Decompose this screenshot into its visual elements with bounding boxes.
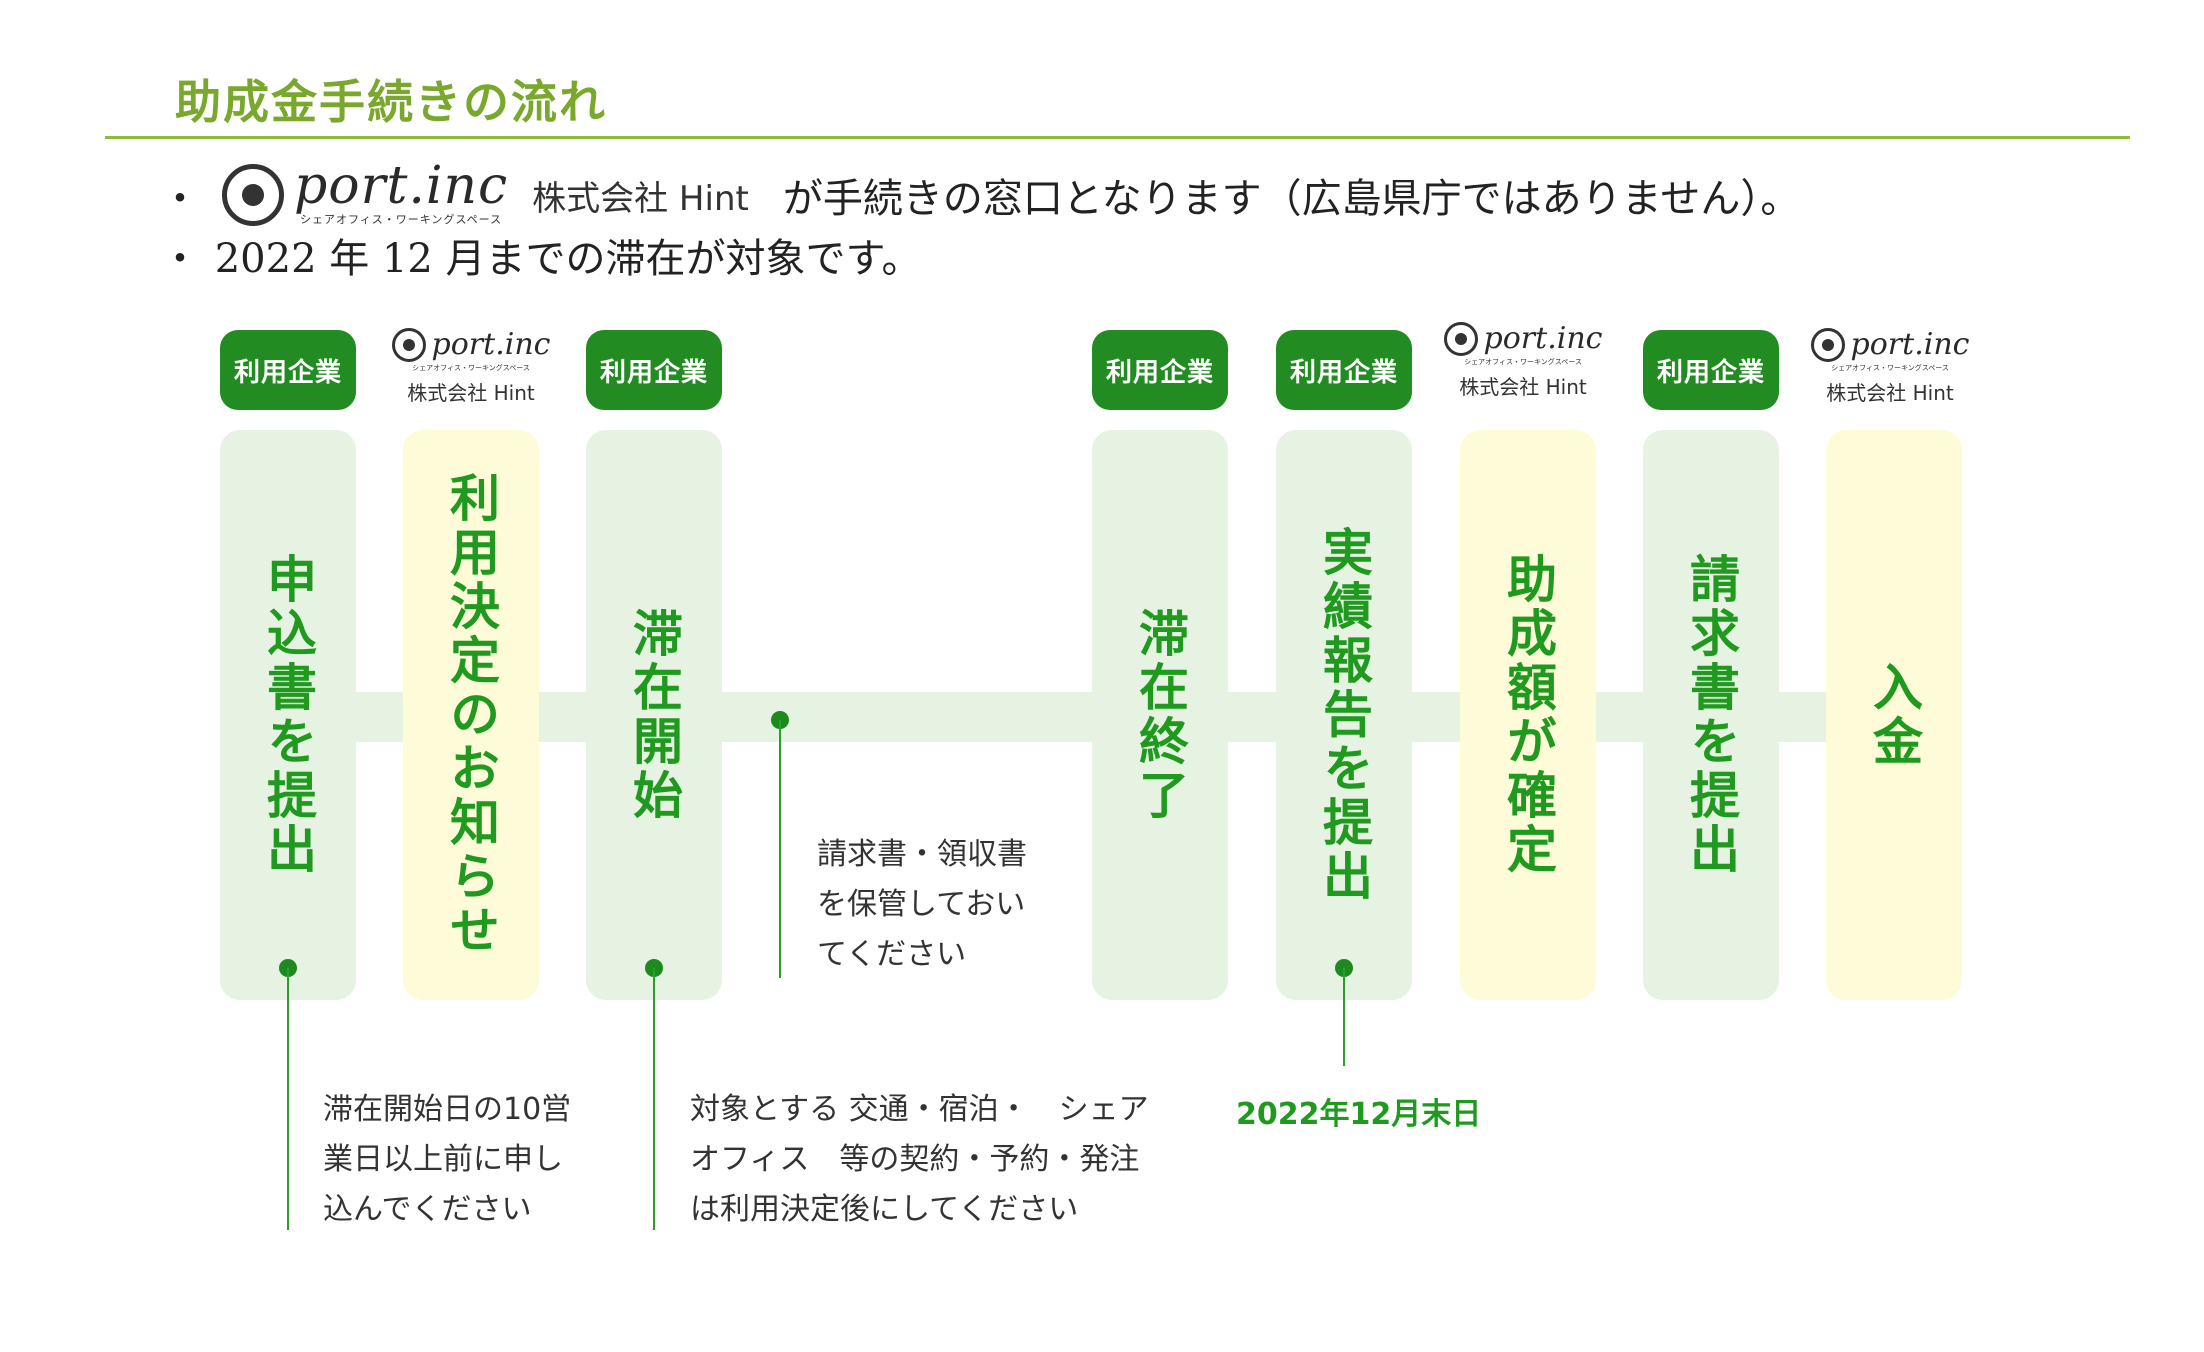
partner-brand: port.inc bbox=[1850, 327, 1970, 362]
partner-logo: port.inc シェアオフィス・ワーキングスペース 株式会社 Hint bbox=[1810, 328, 1970, 406]
partner-tagline: シェアオフィス・ワーキングスペース bbox=[412, 364, 530, 372]
connector-line bbox=[287, 968, 289, 1230]
bullet-period-text: 2022 年 12 月までの滞在が対象です。 bbox=[214, 236, 922, 282]
step-label: 申込書を提出 bbox=[259, 553, 317, 877]
badge-user-company: 利用企業 bbox=[1643, 330, 1779, 410]
bullet-contact: ・ port.inc シェアオフィス・ワーキングスペース 株式会社 Hint が… bbox=[160, 160, 1800, 230]
connector-line bbox=[1343, 968, 1345, 1066]
step-pillar: 助成額が確定 bbox=[1460, 430, 1596, 1000]
partner-company: 株式会社 Hint bbox=[1459, 375, 1587, 399]
connector-line bbox=[779, 720, 781, 978]
step-pillar: 滞在終了 bbox=[1092, 430, 1228, 1000]
note-report-deadline: 2022年12月末日 bbox=[1236, 1097, 1482, 1132]
note-contract-timing: 対象とする 交通・宿泊・ シェア オフィス 等の契約・予約・発注 は利用決定後に… bbox=[690, 1092, 1149, 1227]
step-pillar: 申込書を提出 bbox=[220, 430, 356, 1000]
bullet-dot: ・ bbox=[160, 236, 200, 282]
step-pillar: 実績報告を提出 bbox=[1276, 430, 1412, 1000]
bullet-contact-text: が手続きの窓口となります（広島県庁ではありません）。 bbox=[782, 176, 1801, 222]
badge-user-company: 利用企業 bbox=[1092, 330, 1228, 410]
partner-company: 株式会社 Hint bbox=[407, 381, 535, 405]
step-label: 入金 bbox=[1865, 661, 1923, 769]
badge-user-company: 利用企業 bbox=[586, 330, 722, 410]
note-apply-deadline: 滞在開始日の10営 業日以上前に申し 込んでください bbox=[323, 1092, 572, 1227]
step-pillar: 滞在開始 bbox=[586, 430, 722, 1000]
port-inc-mark-icon bbox=[222, 164, 284, 226]
step-label: 助成額が確定 bbox=[1499, 553, 1557, 877]
partner-tagline: シェアオフィス・ワーキングスペース bbox=[1831, 364, 1949, 372]
badge-user-company: 利用企業 bbox=[1276, 330, 1412, 410]
step-label: 利用決定のお知らせ bbox=[442, 472, 500, 958]
company-name: 株式会社 Hint bbox=[532, 178, 749, 219]
bullet-dot: ・ bbox=[160, 176, 200, 222]
step-label: 滞在開始 bbox=[625, 607, 683, 823]
page-title: 助成金手続きの流れ bbox=[175, 75, 607, 129]
logo-brand: port.inc bbox=[294, 156, 509, 216]
bullet-period: ・ 2022 年 12 月までの滞在が対象です。 bbox=[160, 226, 922, 284]
step-label: 実績報告を提出 bbox=[1315, 526, 1373, 904]
port-inc-mark-icon bbox=[1810, 328, 1845, 362]
partner-logo: port.inc シェアオフィス・ワーキングスペース 株式会社 Hint bbox=[391, 328, 551, 406]
note-keep-receipts: 請求書・領収書 を保管しておい てください bbox=[817, 837, 1027, 972]
port-inc-logo: port.inc シェアオフィス・ワーキングスペース bbox=[222, 156, 509, 227]
partner-brand: port.inc bbox=[1483, 321, 1603, 356]
connector-line bbox=[653, 968, 655, 1230]
step-pillar: 入金 bbox=[1826, 430, 1962, 1000]
partner-tagline: シェアオフィス・ワーキングスペース bbox=[1464, 358, 1582, 366]
step-pillar: 請求書を提出 bbox=[1643, 430, 1779, 1000]
step-label: 滞在終了 bbox=[1131, 607, 1189, 823]
title-divider bbox=[105, 136, 2130, 139]
partner-company: 株式会社 Hint bbox=[1826, 381, 1954, 405]
partner-logo: port.inc シェアオフィス・ワーキングスペース 株式会社 Hint bbox=[1443, 322, 1603, 400]
port-inc-mark-icon bbox=[391, 328, 426, 362]
port-inc-mark-icon bbox=[1443, 322, 1478, 356]
logo-tagline: シェアオフィス・ワーキングスペース bbox=[299, 213, 503, 226]
step-pillar: 利用決定のお知らせ bbox=[403, 430, 539, 1000]
badge-user-company: 利用企業 bbox=[220, 330, 356, 410]
partner-brand: port.inc bbox=[431, 327, 551, 362]
step-label: 請求書を提出 bbox=[1682, 553, 1740, 877]
